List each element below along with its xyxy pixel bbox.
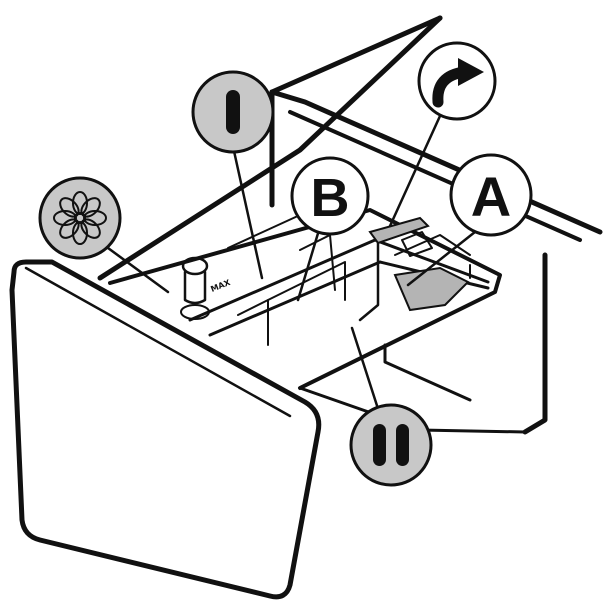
flower-petal xyxy=(80,218,101,239)
roman-numeral-two-icon xyxy=(373,424,409,466)
flower-petal xyxy=(59,197,80,218)
roman-numeral-one-icon xyxy=(226,90,240,134)
softener-siphon: MAX xyxy=(180,256,232,320)
callout-siphon xyxy=(417,41,497,121)
drawer-front-panel xyxy=(9,259,322,600)
compartment-a-label: A xyxy=(471,165,511,228)
compartment-a-highlight xyxy=(368,216,470,312)
callout-prewash xyxy=(191,70,275,154)
callout-compartment-a: A xyxy=(449,153,533,237)
flower-petal xyxy=(80,197,101,218)
curved-arrow-icon xyxy=(432,58,484,108)
flower-icon xyxy=(53,191,107,245)
callout-leaders xyxy=(106,114,482,417)
callout-softener xyxy=(38,176,122,260)
drawer-body xyxy=(108,208,527,434)
flower-petal xyxy=(59,218,80,239)
callout-main-wash xyxy=(349,403,433,487)
callout-compartment-b: B xyxy=(290,156,370,236)
compartment-b-label: B xyxy=(311,168,350,228)
max-mark: MAX xyxy=(209,278,232,294)
